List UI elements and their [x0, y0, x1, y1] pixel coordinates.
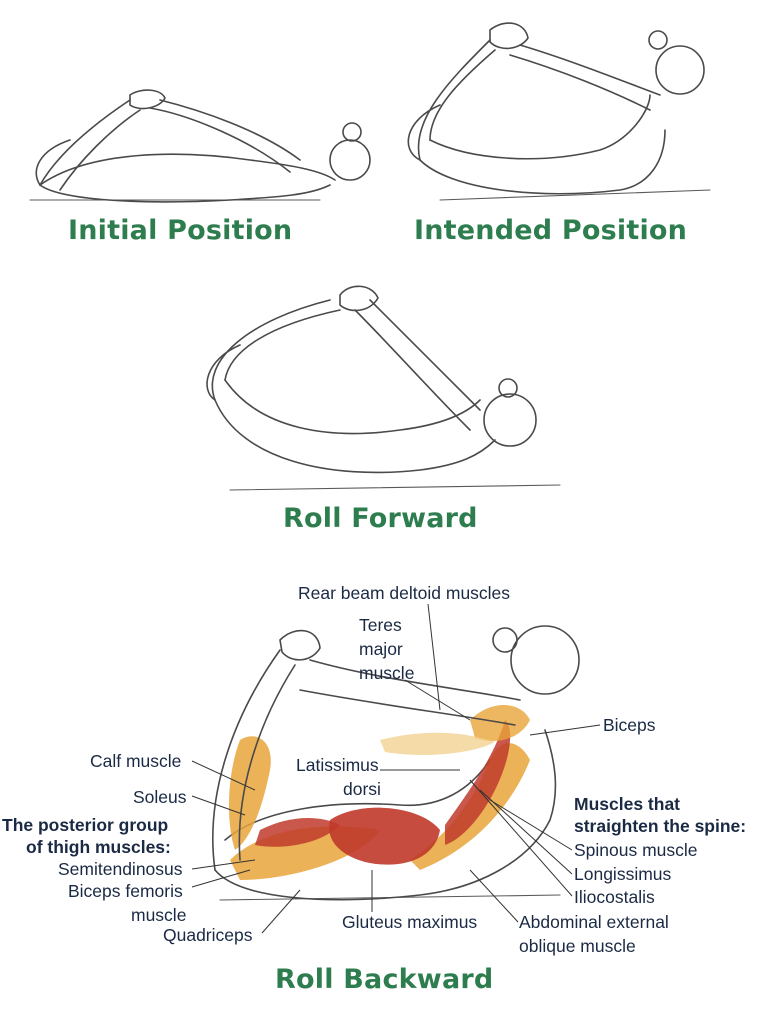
label-soleus: Soleus — [133, 787, 187, 807]
label-abdominal-2: oblique muscle — [519, 936, 636, 956]
label-latissimus-1: Latissimus — [296, 755, 379, 775]
label-quadriceps: Quadriceps — [163, 925, 253, 945]
caption-initial-position: Initial Position — [68, 215, 293, 246]
label-semitendinosus: Semitendinosus — [58, 859, 183, 879]
label-longissimus: Longissimus — [574, 864, 672, 884]
intended-pose-drawing — [407, 22, 711, 201]
roll-forward-drawing — [206, 285, 561, 491]
label-teres-1: Teres — [359, 615, 402, 635]
label-spinous: Spinous muscle — [574, 840, 698, 860]
label-gluteus: Gluteus maximus — [342, 912, 478, 932]
caption-intended-position: Intended Position — [414, 215, 688, 246]
caption-roll-forward: Roll Forward — [283, 503, 478, 534]
label-biceps: Biceps — [603, 715, 656, 735]
label-teres-2: major — [359, 639, 403, 659]
roll-backward-drawing — [191, 603, 601, 934]
label-biceps-femoris-1: Biceps femoris — [68, 881, 183, 901]
gluteus-muscle-red — [329, 807, 440, 865]
hamstring-muscle-red — [255, 818, 340, 847]
label-iliocostalis: Iliocostalis — [574, 887, 655, 907]
label-rear-deltoid: Rear beam deltoid muscles — [298, 583, 511, 603]
spine-muscle-red — [445, 720, 511, 845]
label-biceps-femoris-2: muscle — [131, 905, 187, 925]
label-latissimus-2: dorsi — [343, 779, 381, 799]
label-posterior-2: of thigh muscles: — [26, 837, 171, 857]
label-teres-3: muscle — [359, 663, 415, 683]
arm-muscle-light — [380, 732, 495, 755]
label-calf: Calf muscle — [90, 751, 182, 771]
label-spine-2: straighten the spine: — [574, 816, 747, 836]
label-posterior-1: The posterior group — [2, 815, 169, 835]
caption-roll-backward: Roll Backward — [275, 964, 494, 995]
label-spine-1: Muscles that — [574, 794, 680, 814]
label-abdominal-1: Abdominal external — [519, 912, 669, 932]
initial-pose-drawing — [29, 89, 371, 203]
